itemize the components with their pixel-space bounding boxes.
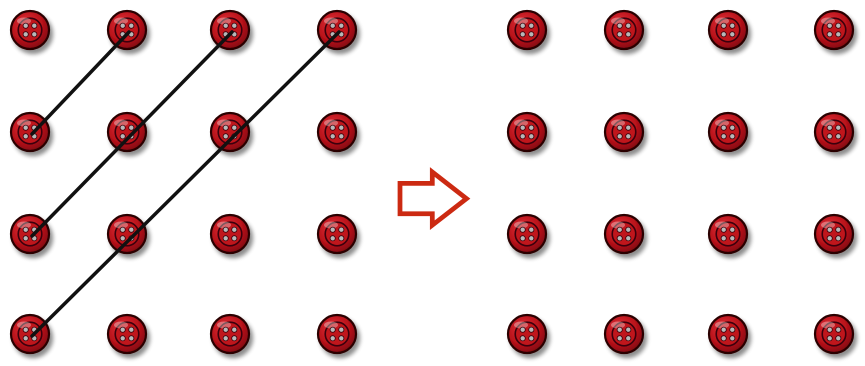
thread-line-3 xyxy=(30,30,341,338)
before-button-grid xyxy=(9,9,358,355)
button-r3-c2 xyxy=(603,213,645,255)
right-arrow-outline-icon xyxy=(397,167,471,231)
button-r3-c1 xyxy=(506,213,548,255)
button-r3-c3 xyxy=(209,213,251,255)
button-r1-c1 xyxy=(506,9,548,51)
button-r2-c2 xyxy=(106,111,148,153)
button-r4-c2 xyxy=(106,313,148,355)
button-r4-c1 xyxy=(9,313,51,355)
thread-lines xyxy=(30,30,341,338)
button-r3-c4 xyxy=(316,213,358,255)
button-r2-c4 xyxy=(813,111,855,153)
button-r3-c1 xyxy=(9,213,51,255)
button-r2-c3 xyxy=(209,111,251,153)
after-button-grid xyxy=(506,9,855,355)
button-r4-c3 xyxy=(209,313,251,355)
button-r4-c4 xyxy=(813,313,855,355)
button-r1-c2 xyxy=(603,9,645,51)
after-board xyxy=(506,9,855,355)
button-r1-c1 xyxy=(9,9,51,51)
thread-line-1 xyxy=(30,30,131,136)
button-r4-c1 xyxy=(506,313,548,355)
button-r1-c2 xyxy=(106,9,148,51)
button-r4-c2 xyxy=(603,313,645,355)
button-r3-c4 xyxy=(813,213,855,255)
button-r2-c1 xyxy=(9,111,51,153)
button-r1-c4 xyxy=(316,9,358,51)
button-r2-c3 xyxy=(707,111,749,153)
button-r2-c1 xyxy=(506,111,548,153)
button-r4-c4 xyxy=(316,313,358,355)
button-r1-c3 xyxy=(209,9,251,51)
button-r3-c2 xyxy=(106,213,148,255)
button-r2-c2 xyxy=(603,111,645,153)
thread-line-2 xyxy=(30,30,234,238)
button-r3-c3 xyxy=(707,213,749,255)
button-r1-c4 xyxy=(813,9,855,51)
button-r1-c3 xyxy=(707,9,749,51)
button-r4-c3 xyxy=(707,313,749,355)
button-r2-c4 xyxy=(316,111,358,153)
before-board xyxy=(9,9,358,355)
